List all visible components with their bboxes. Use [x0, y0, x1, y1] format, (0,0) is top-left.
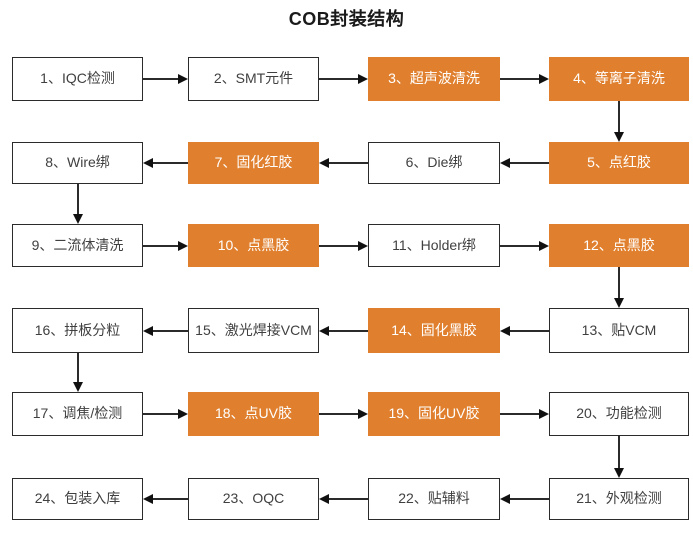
- flow-step-label: 22、贴辅料: [398, 490, 470, 507]
- arrow-down-r1-line: [618, 101, 620, 132]
- flow-step-label: 24、包装入库: [34, 490, 121, 507]
- arrow-right-r5-1: [178, 409, 188, 419]
- arrow-left-r2-2-line: [329, 162, 368, 164]
- arrow-right-r3-1-line: [143, 244, 178, 247]
- arrow-right-r3-2-line: [319, 244, 358, 247]
- flow-step-label: 6、Die绑: [405, 154, 463, 171]
- flow-step-label: 19、固化UV胶: [388, 405, 480, 422]
- arrow-left-r6-1: [143, 494, 153, 504]
- flow-step-15: 15、激光焊接VCM: [188, 308, 319, 353]
- flow-step-3: 3、超声波清洗: [368, 57, 500, 101]
- arrow-down-r3-line: [618, 267, 620, 298]
- flow-step-label: 7、固化红胶: [214, 154, 293, 171]
- flow-step-label: 5、点红胶: [587, 154, 651, 171]
- arrow-left-r4-1-line: [153, 329, 188, 332]
- arrow-left-r2-1: [143, 158, 153, 168]
- flow-step-4: 4、等离子清洗: [549, 57, 689, 101]
- flow-step-label: 16、拼板分粒: [34, 321, 121, 338]
- arrow-right-r1-3: [539, 74, 549, 84]
- flow-step-label: 10、点黑胶: [217, 236, 290, 253]
- arrow-left-r6-3-line: [510, 498, 549, 500]
- flow-step-11: 11、Holder绑: [368, 224, 500, 267]
- flow-step-label: 21、外观检测: [576, 490, 662, 507]
- arrow-left-r6-2: [319, 494, 329, 504]
- arrow-left-r2-3-line: [510, 162, 549, 164]
- flow-step-label: 1、IQC检测: [40, 70, 115, 87]
- flow-step-13: 13、贴VCM: [549, 308, 689, 353]
- flow-step-label: 14、固化黑胶: [391, 321, 477, 338]
- flow-step-8: 8、Wire绑: [12, 142, 143, 184]
- flow-step-21: 21、外观检测: [549, 478, 689, 520]
- arrow-left-r4-3-line: [510, 329, 549, 332]
- arrow-left-r6-3: [500, 494, 510, 504]
- flow-step-label: 2、SMT元件: [213, 70, 294, 87]
- arrow-down-r3: [614, 298, 624, 308]
- arrow-left-r2-3: [500, 158, 510, 168]
- arrow-down-r4-line: [76, 353, 79, 382]
- flow-step-label: 3、超声波清洗: [388, 70, 480, 87]
- arrow-right-r1-1: [178, 74, 188, 84]
- arrow-left-r6-2-line: [329, 498, 368, 500]
- flow-step-label: 13、贴VCM: [581, 321, 657, 338]
- arrow-right-r5-3: [539, 409, 549, 419]
- flow-step-label: 4、等离子清洗: [573, 70, 665, 87]
- arrow-left-r2-1-line: [153, 162, 188, 164]
- arrow-down-r4: [72, 382, 83, 392]
- arrow-down-r1: [614, 132, 624, 142]
- flow-step-9: 9、二流体清洗: [12, 224, 143, 267]
- arrow-left-r6-1-line: [153, 498, 188, 500]
- arrow-right-r3-3: [539, 240, 549, 251]
- flow-step-label: 12、点黑胶: [583, 236, 655, 253]
- flow-step-7: 7、固化红胶: [188, 142, 319, 184]
- arrow-down-r2: [72, 214, 83, 224]
- flow-step-label: 11、Holder绑: [392, 236, 476, 253]
- arrow-right-r1-1-line: [143, 78, 178, 80]
- flow-step-19: 19、固化UV胶: [368, 392, 500, 436]
- arrow-left-r4-3: [500, 325, 510, 336]
- flow-step-label: 8、Wire绑: [45, 154, 110, 171]
- flow-step-5: 5、点红胶: [549, 142, 689, 184]
- flow-step-16: 16、拼板分粒: [12, 308, 143, 353]
- flow-step-label: 9、二流体清洗: [31, 236, 124, 253]
- arrow-down-r5-line: [618, 436, 620, 468]
- arrow-right-r5-2-line: [319, 413, 358, 415]
- arrow-right-r3-1: [178, 240, 188, 251]
- arrow-left-r4-2: [319, 325, 329, 336]
- flow-step-12: 12、点黑胶: [549, 224, 689, 267]
- flow-step-label: 23、OQC: [222, 490, 285, 507]
- arrow-right-r1-2: [358, 74, 368, 84]
- flow-step-14: 14、固化黑胶: [368, 308, 500, 353]
- arrow-down-r2-line: [76, 184, 79, 214]
- flow-step-6: 6、Die绑: [368, 142, 500, 184]
- arrow-left-r4-2-line: [329, 329, 368, 332]
- arrow-left-r4-1: [143, 325, 153, 336]
- flow-step-22: 22、贴辅料: [368, 478, 500, 520]
- arrow-right-r5-2: [358, 409, 368, 419]
- arrow-right-r5-3-line: [500, 413, 539, 415]
- flow-step-20: 20、功能检测: [549, 392, 689, 436]
- page-title: COB封装结构: [288, 9, 405, 29]
- flow-step-10: 10、点黑胶: [188, 224, 319, 267]
- arrow-right-r3-2: [358, 240, 368, 251]
- flow-step-1: 1、IQC检测: [12, 57, 143, 101]
- flow-step-18: 18、点UV胶: [188, 392, 319, 436]
- flow-step-label: 18、点UV胶: [214, 405, 293, 422]
- flow-step-label: 17、调焦/检测: [32, 405, 123, 422]
- arrow-right-r3-3-line: [500, 244, 539, 247]
- flow-step-17: 17、调焦/检测: [12, 392, 143, 436]
- flow-step-24: 24、包装入库: [12, 478, 143, 520]
- flow-step-label: 15、激光焊接VCM: [195, 321, 312, 338]
- arrow-left-r2-2: [319, 158, 329, 168]
- flow-step-23: 23、OQC: [188, 478, 319, 520]
- flow-step-2: 2、SMT元件: [188, 57, 319, 101]
- flow-step-label: 20、功能检测: [576, 405, 662, 422]
- arrow-right-r1-2-line: [319, 78, 358, 80]
- arrow-right-r1-3-line: [500, 78, 539, 80]
- arrow-right-r5-1-line: [143, 413, 178, 415]
- arrow-down-r5: [614, 468, 624, 478]
